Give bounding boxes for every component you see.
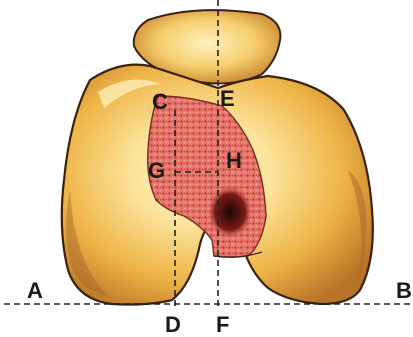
label-e: E — [220, 88, 235, 110]
label-h: H — [226, 150, 242, 172]
label-g: G — [148, 160, 165, 182]
label-f: F — [216, 314, 229, 336]
label-a: A — [27, 280, 43, 302]
label-c: C — [152, 91, 168, 113]
label-b: B — [396, 280, 412, 302]
intercondylar-notch — [208, 186, 252, 238]
label-d: D — [165, 314, 181, 336]
